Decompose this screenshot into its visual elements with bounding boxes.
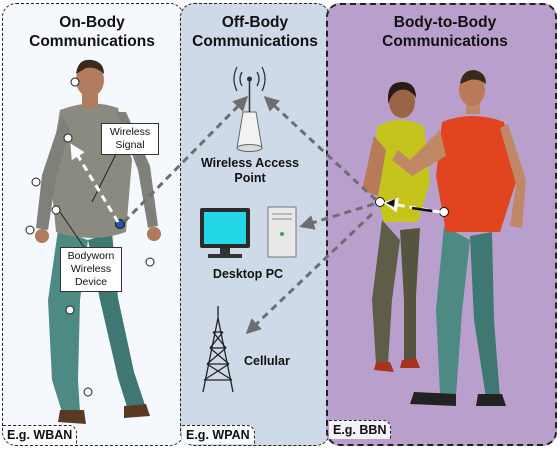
walking-man-figure bbox=[35, 59, 161, 424]
bodyworn-device-callout: Bodyworn Wireless Device bbox=[60, 247, 122, 292]
off-body-example-tag: E.g. WPAN bbox=[182, 425, 255, 444]
wireless-signal-callout: Wireless Signal bbox=[101, 123, 159, 155]
wireless-signal-line2: Signal bbox=[115, 139, 145, 151]
bodyworn-device-line3: Device bbox=[74, 276, 108, 288]
body-to-body-title-line2: Communications bbox=[382, 33, 508, 50]
desktop-pc-icon bbox=[200, 206, 297, 258]
bodyworn-device-line1: Bodyworn bbox=[67, 250, 115, 262]
bodyworn-device-line2: Wireless bbox=[70, 263, 112, 275]
off-body-title: Off-Body Communications bbox=[180, 13, 330, 51]
body-to-body-title-line1: Body-to-Body bbox=[393, 14, 497, 31]
couple-figure bbox=[362, 70, 526, 406]
body-to-body-example-tag: E.g. BBN bbox=[329, 420, 392, 439]
on-body-example-tag: E.g. WBAN bbox=[3, 425, 78, 444]
access-point-icon bbox=[233, 66, 266, 152]
off-body-title-line2: Communications bbox=[192, 33, 318, 50]
on-body-title-line1: On-Body bbox=[59, 14, 125, 31]
access-point-label: Wireless Access Point bbox=[190, 156, 310, 186]
cellular-tower-icon bbox=[202, 306, 234, 393]
desktop-pc-label: Desktop PC bbox=[212, 267, 284, 281]
on-body-title: On-Body Communications bbox=[12, 13, 172, 51]
off-body-title-line1: Off-Body bbox=[221, 14, 289, 31]
access-point-label-line1: Wireless Access bbox=[200, 156, 300, 170]
wireless-signal-line1: Wireless bbox=[109, 126, 151, 138]
access-point-label-line2: Point bbox=[234, 171, 266, 185]
body-to-body-title: Body-to-Body Communications bbox=[340, 13, 550, 51]
cellular-label: Cellular bbox=[244, 354, 290, 368]
on-body-title-line2: Communications bbox=[29, 33, 155, 50]
